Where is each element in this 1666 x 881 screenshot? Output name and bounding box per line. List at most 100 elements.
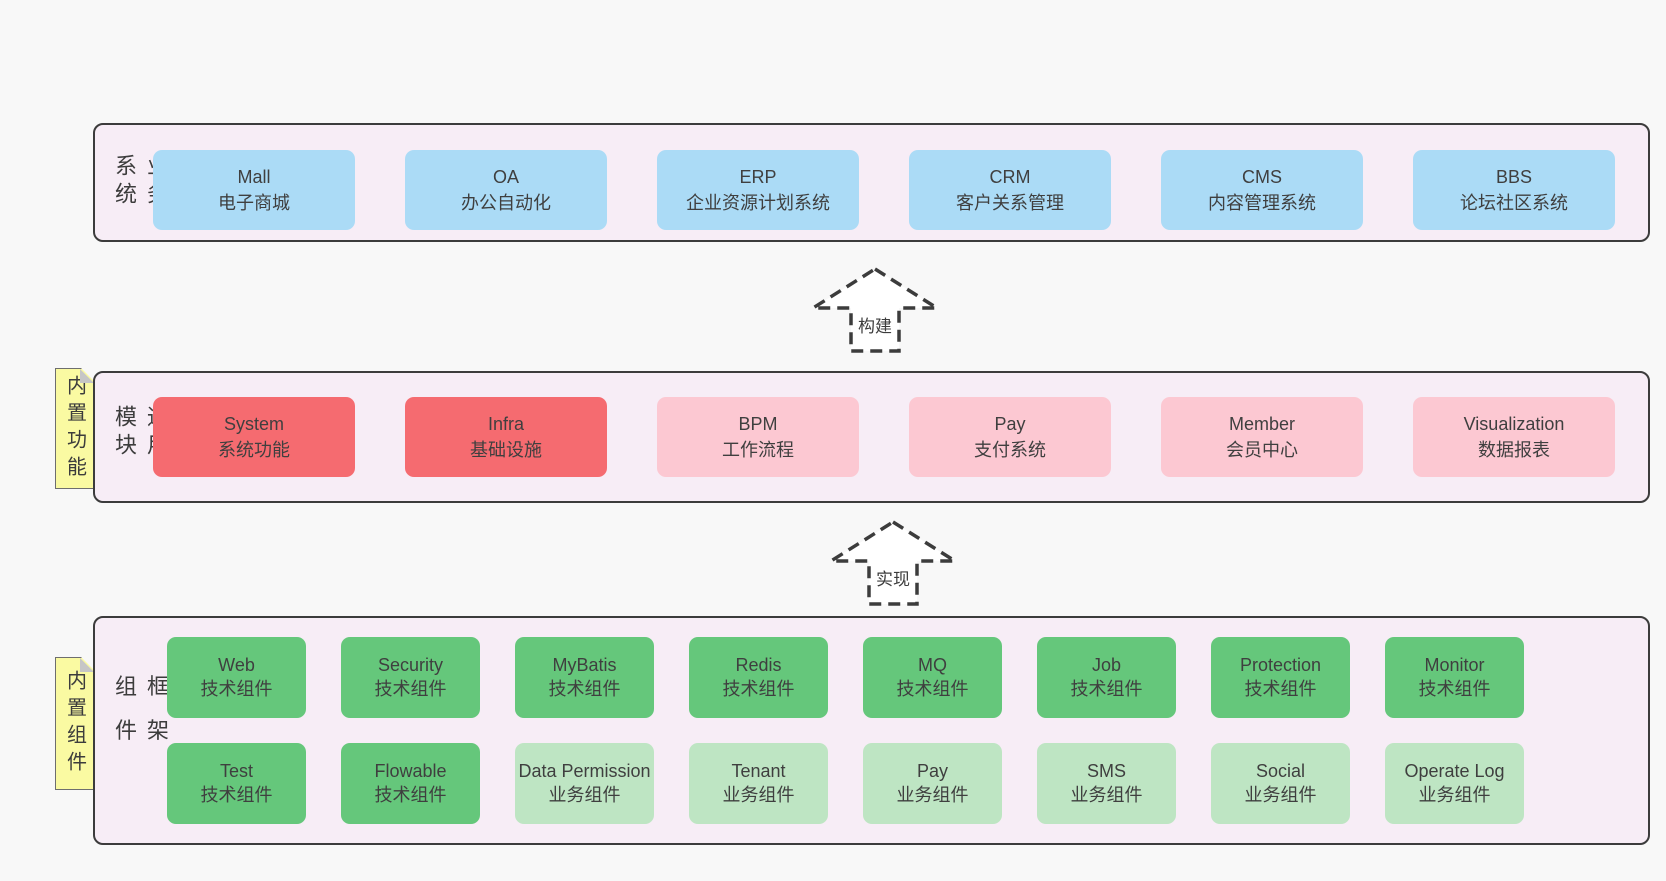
box-subtitle: 技术组件 [548,678,621,699]
sticky-tag-built-in-features: 内置功能 [55,368,95,489]
box-title: Web [218,654,255,675]
box-oa: OA 办公自动化 [405,150,607,230]
box-subtitle: 论坛社区系统 [1460,193,1568,213]
box-subtitle: 业务组件 [722,784,795,805]
box-title: Pay [994,413,1026,434]
box-title: Protection [1239,654,1322,675]
box-job: Job 技术组件 [1037,637,1176,718]
box-bbs: BBS 论坛社区系统 [1413,150,1615,230]
box-redis: Redis 技术组件 [689,637,828,718]
box-bpm: BPM 工作流程 [657,397,859,477]
sticky-tag-built-in-components: 内置组件 [55,657,95,790]
folded-corner [80,658,94,672]
box-title: BBS [1495,166,1533,187]
arrow-label: 构建 [855,312,895,337]
box-subtitle: 基础设施 [470,440,542,460]
box-subtitle: 系统功能 [218,440,290,460]
box-pay-component: Pay 业务组件 [863,743,1002,824]
box-title: Job [1091,654,1122,675]
box-title: SMS [1086,760,1126,781]
box-subtitle: 数据报表 [1478,440,1550,460]
panel-business-systems: 业务系统 Mall 电子商城 OA 办公自动化 ERP 企业资源计划系统 CRM… [93,123,1650,242]
box-title: CRM [989,166,1031,187]
box-title: Mall [237,166,271,187]
box-subtitle: 业务组件 [1070,784,1143,805]
box-title: ERP [739,166,777,187]
box-subtitle: 业务组件 [896,784,969,805]
arrow-build: 构建 [810,266,940,354]
box-crm: CRM 客户关系管理 [909,150,1111,230]
box-subtitle: 技术组件 [374,678,447,699]
box-visualization: Visualization 数据报表 [1413,397,1615,477]
sticky-tag-label: 内置组件 [63,669,86,778]
box-system: System 系统功能 [153,397,355,477]
box-title: Data Permission [518,760,651,781]
box-security: Security 技术组件 [341,637,480,718]
box-sms: SMS 业务组件 [1037,743,1176,824]
box-title: Infra [487,413,525,434]
common-modules-row: System 系统功能 Infra 基础设施 BPM 工作流程 Pay 支付系统… [153,397,1615,477]
box-member: Member 会员中心 [1161,397,1363,477]
box-subtitle: 业务组件 [1418,784,1491,805]
box-title: Redis [735,654,782,675]
box-operate-log: Operate Log 业务组件 [1385,743,1524,824]
box-mq: MQ 技术组件 [863,637,1002,718]
box-title: Member [1228,413,1295,434]
box-title: Security [377,654,444,675]
box-subtitle: 业务组件 [1244,784,1317,805]
box-subtitle: 技术组件 [1418,678,1491,699]
business-systems-row: Mall 电子商城 OA 办公自动化 ERP 企业资源计划系统 CRM 客户关系… [153,150,1615,230]
box-flowable: Flowable 技术组件 [341,743,480,824]
box-title: Social [1255,760,1306,781]
box-subtitle: 办公自动化 [461,193,551,213]
box-title: MyBatis [552,654,617,675]
box-subtitle: 客户关系管理 [956,193,1064,213]
box-title: Visualization [1463,413,1565,434]
box-erp: ERP 企业资源计划系统 [657,150,859,230]
box-infra: Infra 基础设施 [405,397,607,477]
box-pay-system: Pay 支付系统 [909,397,1111,477]
arrow-implement: 实现 [828,519,958,607]
box-subtitle: 技术组件 [200,678,273,699]
arrow-label: 实现 [873,565,913,590]
box-subtitle: 电子商城 [218,193,290,213]
box-cms: CMS 内容管理系统 [1161,150,1363,230]
box-web: Web 技术组件 [167,637,306,718]
box-subtitle: 会员中心 [1226,440,1298,460]
box-title: BPM [738,413,778,434]
box-social: Social 业务组件 [1211,743,1350,824]
box-subtitle: 技术组件 [374,784,447,805]
sticky-tag-label: 内置功能 [63,374,86,483]
box-tenant: Tenant 业务组件 [689,743,828,824]
box-subtitle: 支付系统 [974,440,1046,460]
box-title: Flowable [374,760,447,781]
box-title: Test [219,760,253,781]
box-title: CMS [1242,166,1282,187]
box-subtitle: 技术组件 [896,678,969,699]
box-title: Tenant [731,760,786,781]
box-mall: Mall 电子商城 [153,150,355,230]
technical-components-row: Web 技术组件 Security 技术组件 MyBatis 技术组件 Redi… [167,637,1524,718]
panel-label-framework-components: 框架组件 [112,674,169,763]
box-subtitle: 技术组件 [1070,678,1143,699]
dashed-up-arrow-icon [810,266,940,353]
box-title: Pay [916,760,949,781]
box-title: Monitor [1424,654,1485,675]
business-components-row: Test 技术组件 Flowable 技术组件 Data Permission … [167,743,1524,824]
dashed-up-arrow-icon [828,519,958,606]
box-protection: Protection 技术组件 [1211,637,1350,718]
box-title: System [223,413,284,434]
box-title: Operate Log [1404,760,1505,781]
box-subtitle: 企业资源计划系统 [686,193,830,213]
folded-corner [80,369,94,383]
box-test: Test 技术组件 [167,743,306,824]
box-subtitle: 技术组件 [1244,678,1317,699]
box-data-permission: Data Permission 业务组件 [515,743,654,824]
panel-framework-components: 框架组件 Web 技术组件 Security 技术组件 MyBatis 技术组件… [93,616,1650,845]
box-subtitle: 技术组件 [200,784,273,805]
box-title: MQ [918,654,947,675]
box-mybatis: MyBatis 技术组件 [515,637,654,718]
box-subtitle: 技术组件 [722,678,795,699]
box-title: OA [492,166,519,187]
